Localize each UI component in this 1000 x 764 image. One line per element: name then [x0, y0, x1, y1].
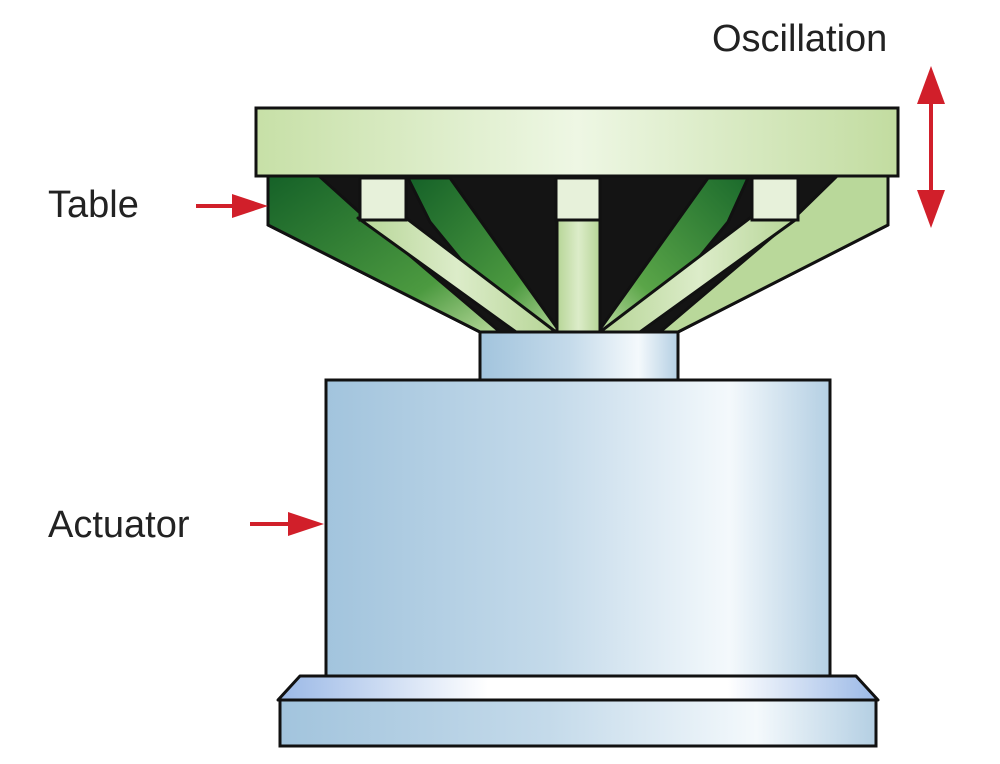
actuator-base-top	[276, 674, 880, 702]
table-strut-center	[555, 216, 602, 334]
oscillation-label: Oscillation	[712, 18, 888, 60]
actuator-label: Actuator	[48, 504, 190, 546]
table-assembly	[254, 106, 900, 334]
strut-block-center	[554, 176, 602, 222]
table-label: Table	[48, 184, 139, 226]
actuator-assembly	[276, 330, 880, 748]
actuator-base-plate	[278, 698, 878, 748]
actuator-neck	[478, 330, 680, 382]
actuator-pointer-arrow	[250, 512, 324, 536]
oscillation-arrow	[917, 66, 945, 228]
table-pointer-arrow	[196, 194, 268, 218]
actuator-body	[324, 378, 832, 678]
table-top-plate	[254, 106, 900, 178]
strut-block-left	[358, 176, 408, 222]
strut-block-right	[750, 176, 800, 222]
